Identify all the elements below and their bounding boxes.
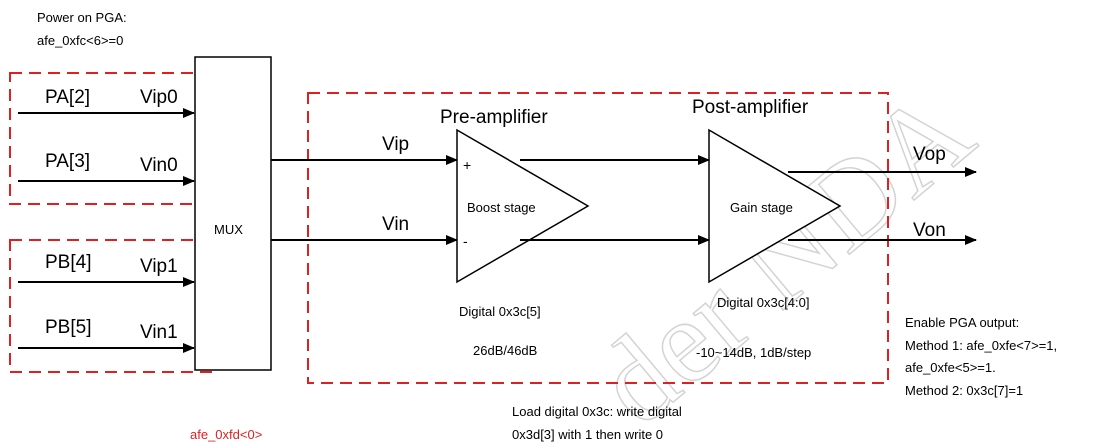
mux-select-register: afe_0xfd<0> [190, 427, 262, 442]
post-amp-gain: -10~14dB, 1dB/step [696, 345, 811, 360]
pre-amplifier-title: Pre-amplifier [440, 107, 548, 128]
pre-amp-plus-sign: + [463, 157, 471, 173]
signal-vip0: Vip0 [140, 87, 178, 108]
label-vip: Vip [382, 134, 409, 155]
boost-stage-label: Boost stage [467, 200, 536, 215]
power-note-line1: Power on PGA: [37, 10, 127, 25]
signal-vip1: Vip1 [140, 256, 178, 277]
gain-stage-label: Gain stage [730, 200, 793, 215]
label-vin: Vin [382, 214, 409, 235]
enable-note-line4: Method 2: 0x3c[7]=1 [905, 383, 1023, 398]
signal-vin1: Vin1 [140, 322, 178, 343]
enable-note-line1: Enable PGA output: [905, 315, 1019, 330]
pre-amp-gain: 26dB/46dB [473, 343, 537, 358]
enable-note-line2: Method 1: afe_0xfe<7>=1, [905, 338, 1057, 353]
load-note-line1: Load digital 0x3c: write digital [512, 404, 682, 419]
pre-amp-minus-sign: - [463, 233, 468, 249]
pre-amp-control: Digital 0x3c[5] [459, 304, 541, 319]
pga-region-border [307, 92, 889, 384]
pre-amplifier-triangle [456, 128, 590, 284]
post-amplifier-title: Post-amplifier [692, 97, 809, 118]
mux-block [194, 56, 272, 371]
power-note-line2: afe_0xfc<6>=0 [37, 33, 123, 48]
label-vop: Vop [913, 144, 946, 165]
mux-label: MUX [214, 222, 243, 237]
pin-pb5: PB[5] [45, 317, 91, 338]
post-amp-control: Digital 0x3c[4:0] [717, 295, 810, 310]
pin-pb4: PB[4] [45, 252, 91, 273]
signal-vin0: Vin0 [140, 155, 178, 176]
input-group-a-border [9, 72, 217, 205]
load-note-line2: 0x3d[3] with 1 then write 0 [512, 427, 663, 442]
pin-pa3: PA[3] [45, 151, 90, 172]
enable-note-line3: afe_0xfe<5>=1. [905, 360, 996, 375]
pin-pa2: PA[2] [45, 87, 90, 108]
input-group-b-border [9, 239, 217, 373]
label-von: Von [913, 220, 946, 241]
post-amplifier-triangle [708, 128, 842, 284]
